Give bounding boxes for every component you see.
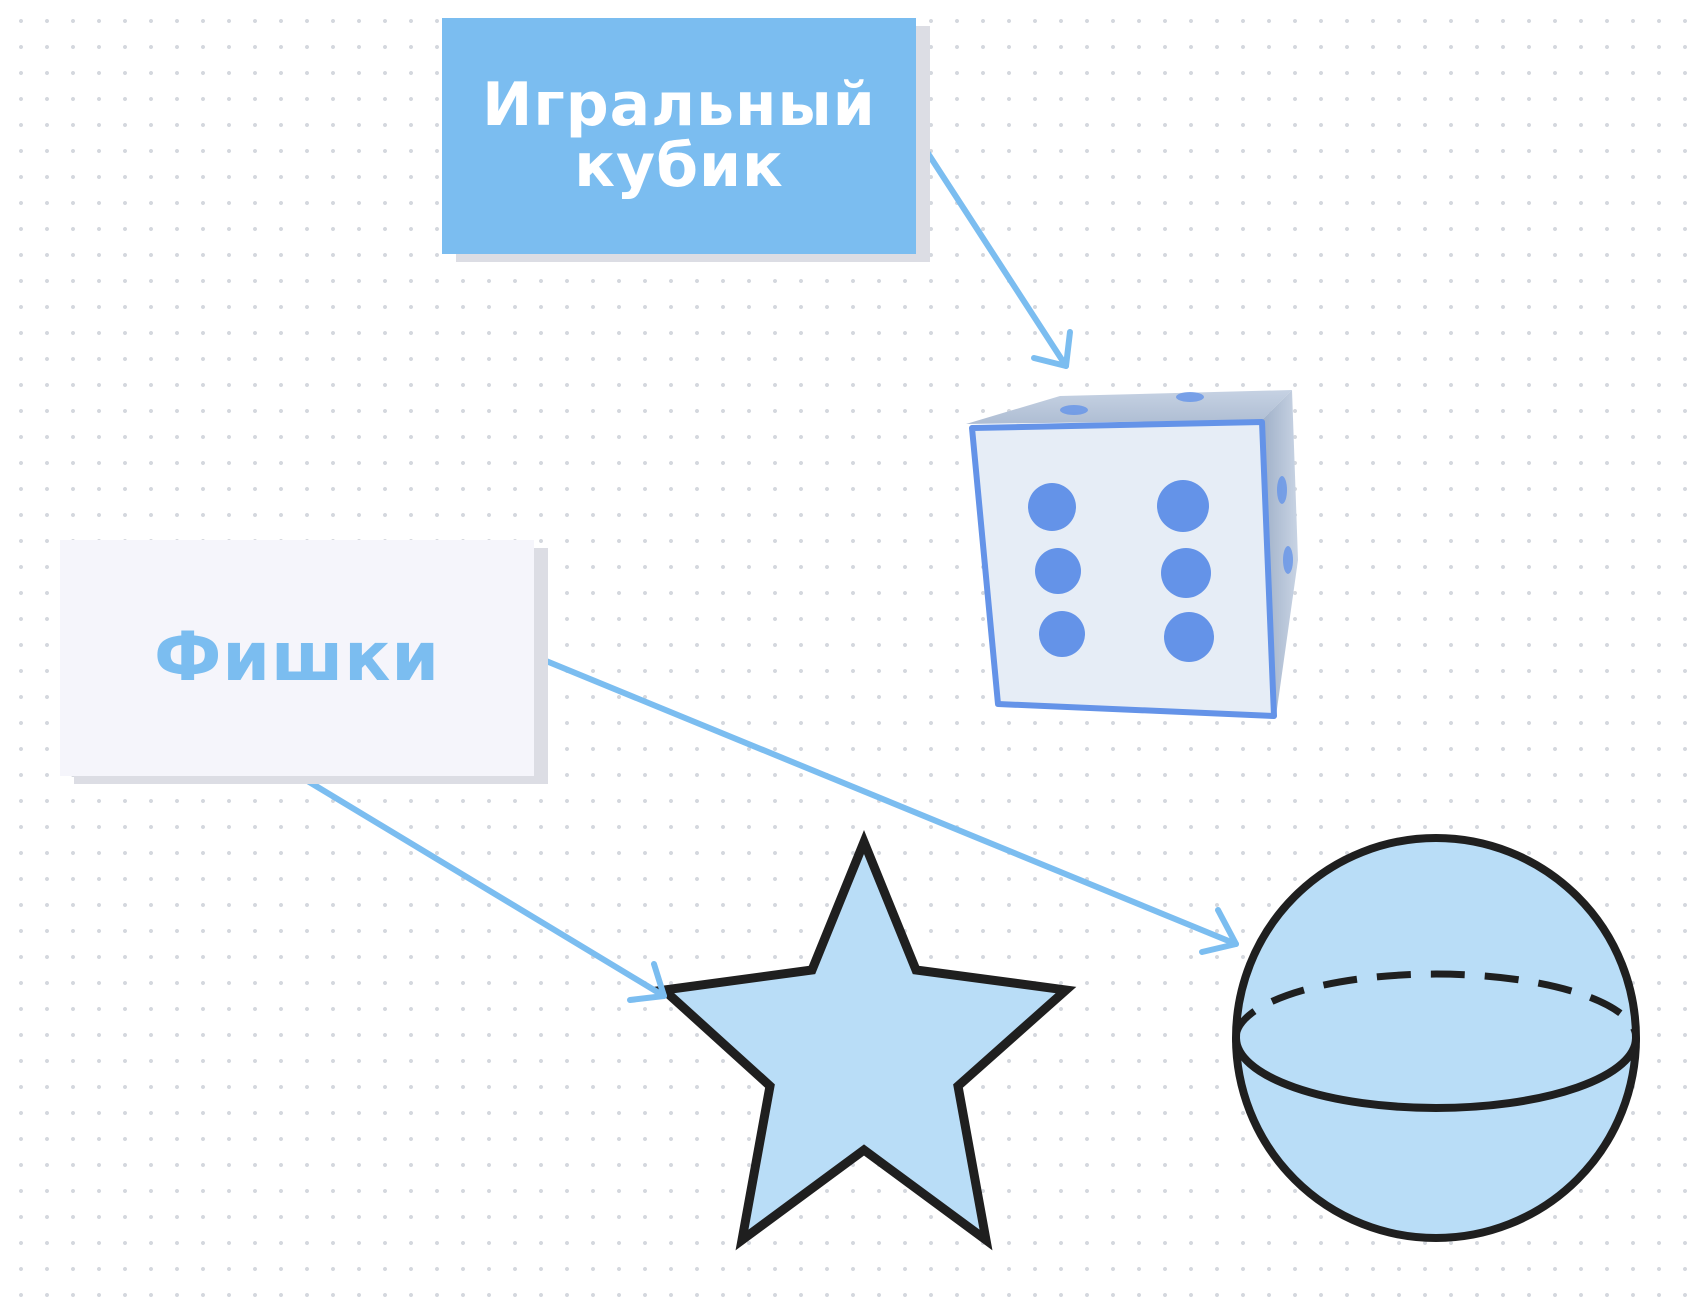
dice-front-face xyxy=(969,419,1277,719)
dice-top-face xyxy=(966,390,1292,424)
dice-illustration xyxy=(966,390,1298,719)
chips-label-box[interactable]: Фишки xyxy=(60,540,534,776)
dice-side-pip xyxy=(1283,546,1293,574)
arrow-chips-label-to-star xyxy=(293,771,667,999)
dice-pip xyxy=(1157,480,1209,532)
arrow-head xyxy=(1199,907,1239,955)
dice-pip xyxy=(1161,548,1211,598)
arrows xyxy=(293,135,1239,1003)
dice-side-face xyxy=(1262,390,1298,716)
arrow-dice-label-to-die xyxy=(915,135,1069,369)
arrow-head xyxy=(1031,329,1073,369)
dice-pip xyxy=(1028,483,1076,531)
arrow-chips-label-to-sphere xyxy=(531,653,1239,947)
dice-side-pip xyxy=(1277,476,1287,504)
dice-top-pip xyxy=(1060,405,1088,415)
dice-label-box[interactable]: Игральный кубик xyxy=(442,18,916,254)
dice-label-text: Игральный кубик xyxy=(482,69,876,201)
sphere-illustration xyxy=(1232,834,1640,1242)
star-illustration xyxy=(653,830,1077,1251)
dice-pip xyxy=(1039,611,1085,657)
sphere-outline xyxy=(1232,834,1640,1242)
sphere-equator-back xyxy=(1232,970,1640,1039)
dice-pip xyxy=(1035,548,1081,594)
star-shape xyxy=(653,830,1077,1251)
dice-pip xyxy=(1164,612,1214,662)
chips-label-text: Фишки xyxy=(153,618,441,698)
arrow-head xyxy=(627,961,667,1003)
sphere-equator-front xyxy=(1232,1037,1640,1112)
dice-top-pip xyxy=(1176,392,1204,402)
